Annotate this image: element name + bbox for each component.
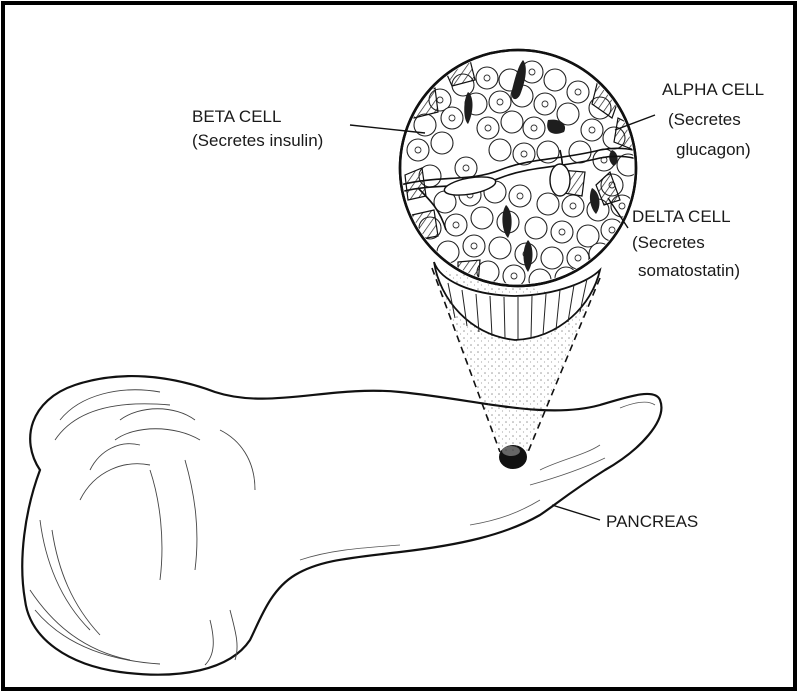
delta-cell-function-line2: somatostatin) <box>638 261 740 280</box>
alpha-cell-function-line1: (Secretes <box>668 110 741 129</box>
beta-cell-function: (Secretes insulin) <box>192 131 323 150</box>
delta-cell-function-line1: (Secretes <box>632 233 705 252</box>
beta-cell-label: BETA CELL <box>192 107 281 126</box>
pancreas-label: PANCREAS <box>606 512 698 531</box>
delta-cell-label: DELTA CELL <box>632 207 731 226</box>
alpha-cell-function-line2: glucagon) <box>676 140 751 159</box>
alpha-cell-label: ALPHA CELL <box>662 80 764 99</box>
